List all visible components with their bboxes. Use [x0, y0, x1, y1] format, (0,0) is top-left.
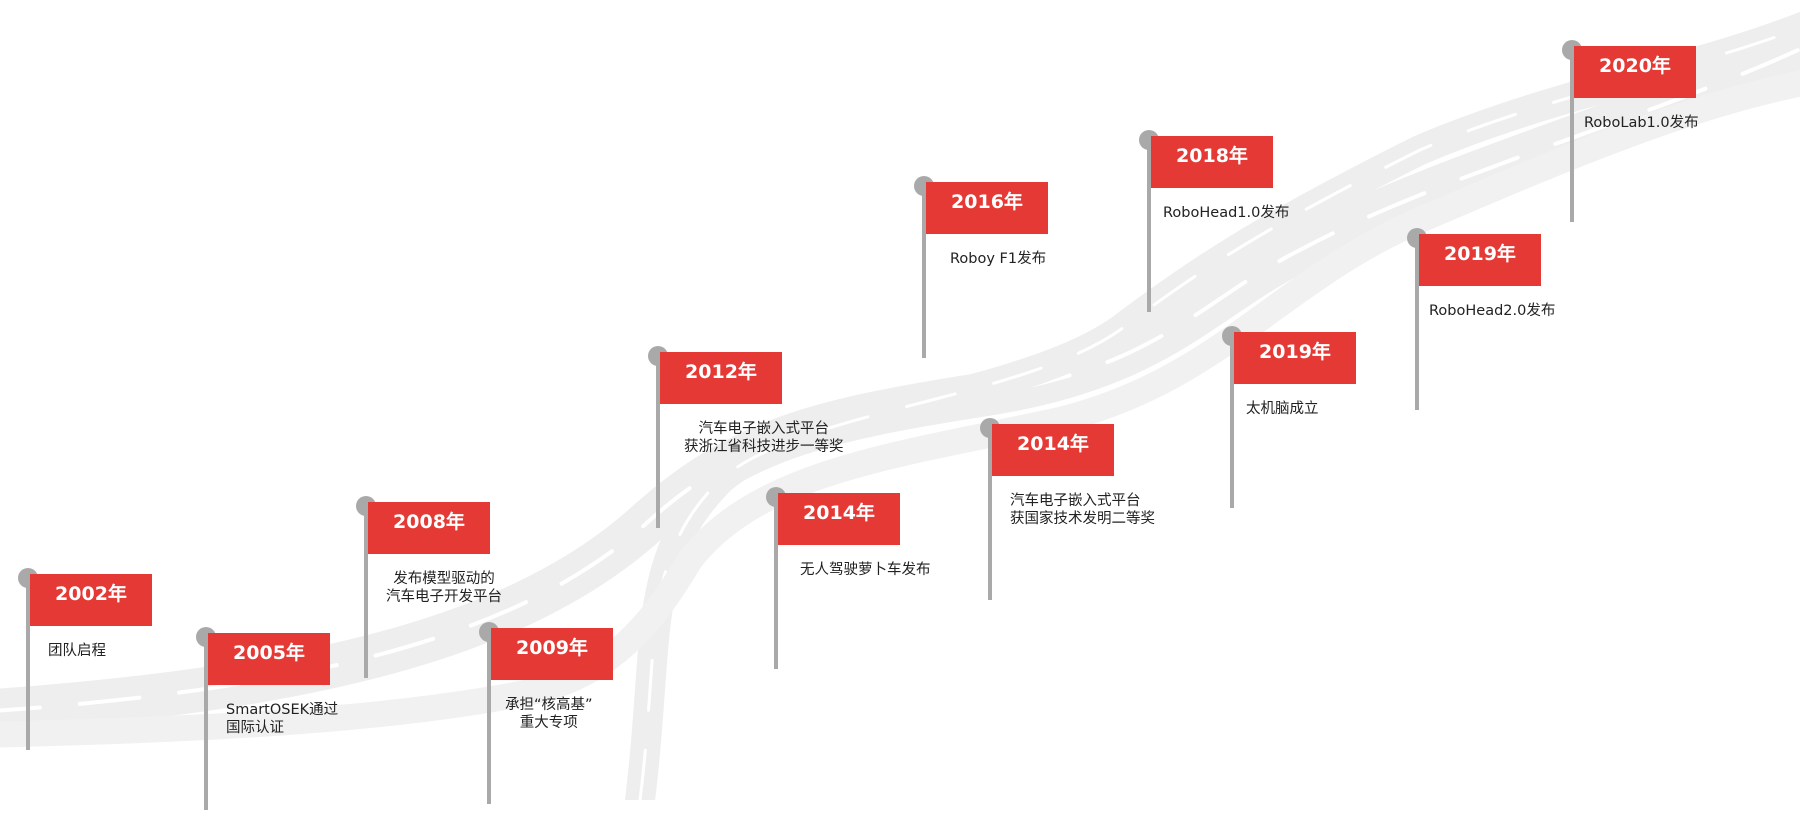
milestone-2002: 2002年 团队启程 [18, 568, 218, 768]
milestone-2012: 2012年 汽车电子嵌入式平台 获浙江省科技进步一等奖 [648, 346, 848, 546]
description-line: 重大专项 [519, 715, 578, 731]
description-line: 汽车电子嵌入式平台 [698, 421, 830, 437]
description-line: Roboy F1发布 [950, 251, 1047, 267]
milestone-description: SmartOSEK通过 国际认证 [226, 701, 338, 737]
milestone-2018: 2018年 RoboHead1.0发布 [1139, 130, 1339, 330]
milestone-2009: 2009年 承担“核高基” 重大专项 [479, 622, 679, 822]
road-lower [0, 70, 1800, 748]
milestone-2019-brain: 2019年 太机脑成立 [1222, 326, 1422, 526]
year-flag: 2019年 [1234, 332, 1356, 384]
description-line: 汽车电子开发平台 [386, 589, 502, 605]
milestone-description: 发布模型驱动的 汽车电子开发平台 [386, 570, 502, 606]
milestone-2016: 2016年 Roboy F1发布 [914, 176, 1114, 376]
milestone-description: 汽车电子嵌入式平台 获国家技术发明二等奖 [1010, 492, 1155, 528]
milestone-2014-driverless: 2014年 无人驾驶萝卜车发布 [766, 487, 966, 687]
flag-pole [1570, 50, 1574, 222]
milestone-description: Roboy F1发布 [950, 250, 1046, 268]
year-flag: 2005年 [208, 633, 330, 685]
description-line: RoboHead1.0发布 [1163, 205, 1290, 221]
year-flag: 2016年 [926, 182, 1048, 234]
milestone-2008: 2008年 发布模型驱动的 汽车电子开发平台 [356, 496, 556, 696]
flag-pole [364, 506, 368, 678]
description-line: 国际认证 [226, 720, 284, 736]
flag-pole [1415, 238, 1419, 410]
description-line: 无人驾驶萝卜车发布 [800, 562, 931, 578]
flag-pole [656, 356, 660, 528]
milestone-description: 无人驾驶萝卜车发布 [800, 561, 931, 579]
flag-pole [922, 186, 926, 358]
milestone-description: 团队启程 [48, 642, 106, 660]
year-flag: 2014年 [778, 493, 900, 545]
milestone-description: 太机脑成立 [1246, 400, 1319, 418]
road-branch-lane [638, 26, 1800, 800]
milestone-2014-award: 2014年 汽车电子嵌入式平台 获国家技术发明二等奖 [980, 418, 1180, 618]
flag-pole [1147, 140, 1151, 312]
year-flag: 2009年 [491, 628, 613, 680]
year-flag: 2002年 [30, 574, 152, 626]
year-flag: 2020年 [1574, 46, 1696, 98]
year-flag: 2019年 [1419, 234, 1541, 286]
description-line: 团队启程 [48, 643, 106, 659]
year-flag: 2014年 [992, 424, 1114, 476]
description-line: 发布模型驱动的 [393, 571, 495, 587]
flag-pole [26, 578, 30, 750]
milestone-description: 汽车电子嵌入式平台 获浙江省科技进步一等奖 [684, 420, 844, 456]
milestone-description: RoboLab1.0发布 [1584, 114, 1699, 132]
milestone-2019-robohead: 2019年 RoboHead2.0发布 [1407, 228, 1607, 428]
description-line: 汽车电子嵌入式平台 [1010, 493, 1141, 509]
description-line: RoboLab1.0发布 [1584, 115, 1699, 131]
milestone-2020: 2020年 RoboLab1.0发布 [1562, 40, 1762, 240]
description-line: SmartOSEK通过 [226, 702, 339, 718]
flag-pole [204, 637, 208, 810]
flag-pole [988, 428, 992, 600]
description-line: 获浙江省科技进步一等奖 [684, 439, 844, 455]
milestone-description: RoboHead2.0发布 [1429, 302, 1555, 320]
year-flag: 2008年 [368, 502, 490, 554]
milestone-2005: 2005年 SmartOSEK通过 国际认证 [196, 627, 396, 827]
description-line: 太机脑成立 [1246, 401, 1319, 417]
milestone-description: RoboHead1.0发布 [1163, 204, 1289, 222]
road-background [0, 11, 1800, 800]
flag-pole [1230, 336, 1234, 508]
description-line: RoboHead2.0发布 [1429, 303, 1556, 319]
milestone-description: 承担“核高基” 重大专项 [505, 696, 593, 732]
flag-pole [487, 632, 491, 804]
description-line: 获国家技术发明二等奖 [1010, 511, 1155, 527]
year-flag: 2018年 [1151, 136, 1273, 188]
description-line: 承担“核高基” [505, 697, 593, 713]
flag-pole [774, 497, 778, 669]
year-flag: 2012年 [660, 352, 782, 404]
